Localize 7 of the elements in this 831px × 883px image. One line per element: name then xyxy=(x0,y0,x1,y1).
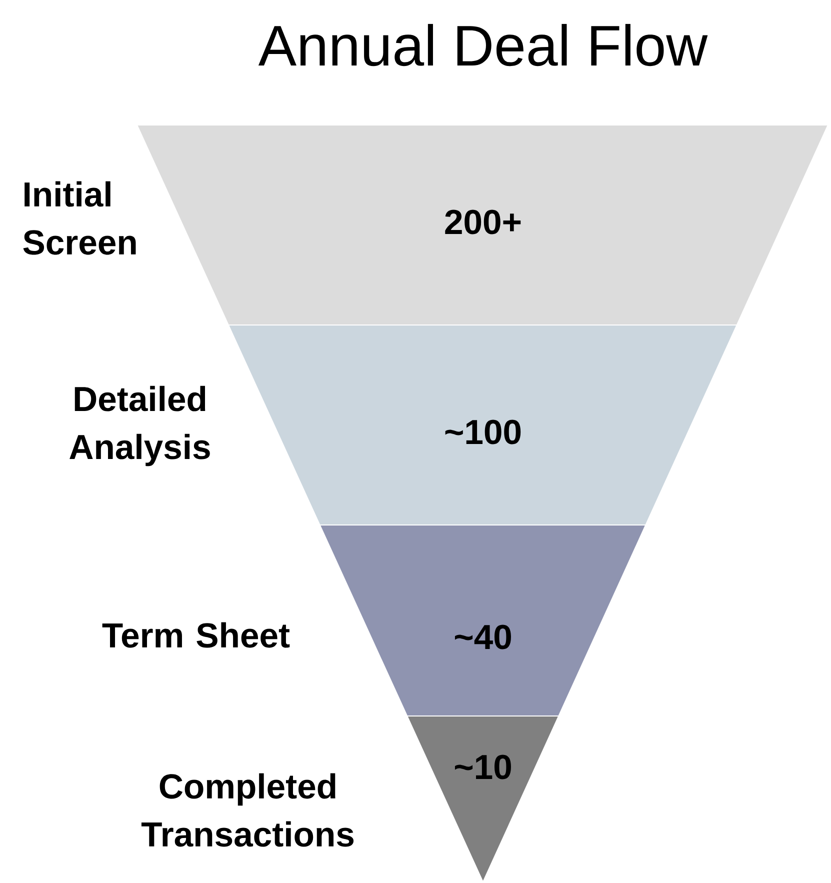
stage-label: Term Sheet xyxy=(102,622,290,648)
funnel-band: ~100 xyxy=(228,324,738,526)
title: Annual Deal Flow xyxy=(258,24,708,66)
stage-label: Completed Transactions xyxy=(141,773,354,847)
stage-label: Initial Screen xyxy=(23,181,136,255)
funnel-band: 200+ xyxy=(136,124,829,326)
stage-label: Detailed Analysis xyxy=(70,386,210,466)
